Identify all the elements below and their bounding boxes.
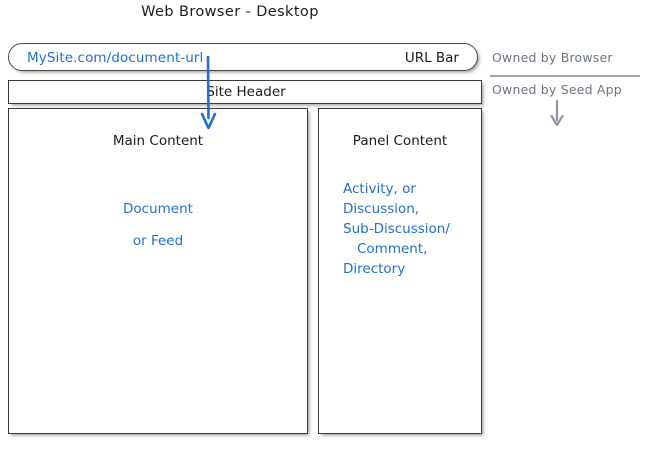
- url-bar-label: URL Bar: [404, 50, 459, 66]
- panel-content-description: Activity, or Discussion, Sub-Discussion/…: [343, 179, 473, 279]
- panel-content-box: Panel Content Activity, or Discussion, S…: [318, 108, 482, 434]
- url-value[interactable]: MySite.com/document-url: [27, 50, 204, 66]
- page-title: Web Browser - Desktop: [141, 4, 319, 20]
- panel-content-line: Activity, or: [343, 181, 416, 197]
- panel-content-title: Panel Content: [352, 133, 448, 149]
- main-content-line: or Feed: [132, 233, 184, 249]
- ownership-divider: [490, 75, 640, 77]
- main-content-description: Document or Feed: [9, 199, 307, 251]
- panel-content-line: Comment,: [357, 241, 428, 257]
- owned-by-seed-app-label: Owned by Seed App: [492, 82, 622, 97]
- main-content-box: Main Content Document or Feed: [8, 108, 308, 434]
- main-content-line: Document: [123, 201, 193, 217]
- url-bar[interactable]: MySite.com/document-url URL Bar: [8, 43, 478, 71]
- site-header-label: Site Header: [206, 84, 286, 100]
- main-content-title: Main Content: [112, 133, 204, 149]
- owned-by-browser-label: Owned by Browser: [492, 50, 613, 65]
- arrow-down-icon: [550, 100, 564, 127]
- site-header-box: Site Header: [8, 80, 482, 104]
- panel-content-line: Sub-Discussion/: [343, 221, 450, 237]
- panel-content-line: Discussion,: [343, 201, 420, 217]
- panel-content-line: Directory: [343, 261, 406, 277]
